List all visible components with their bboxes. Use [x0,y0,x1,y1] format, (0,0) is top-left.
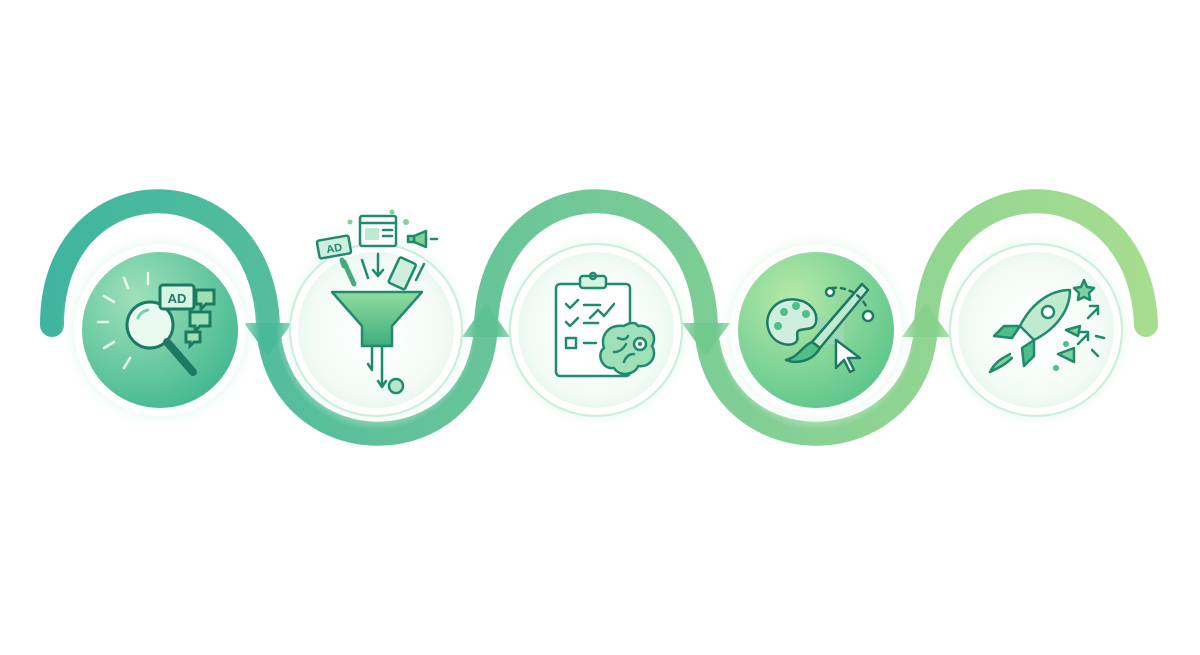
checklist-brain-icon [554,271,656,378]
magnifier-ad-research-icon: AD [96,271,216,376]
step-1-ad-badge: AD [168,291,187,306]
step-2-ad-badge: AD [325,242,343,257]
step-4-node [716,230,916,430]
flow-band [40,189,1158,446]
step-5-node [936,230,1136,430]
step-2-node: AD [276,209,476,430]
ad-funnel-icon: AD [315,209,439,395]
step-1-node: AD [60,230,260,430]
palette-brush-cursor-icon [766,282,875,374]
flow-band-path [40,189,1158,446]
step-3-node [496,230,696,430]
rocket-launch-icon [988,278,1106,374]
